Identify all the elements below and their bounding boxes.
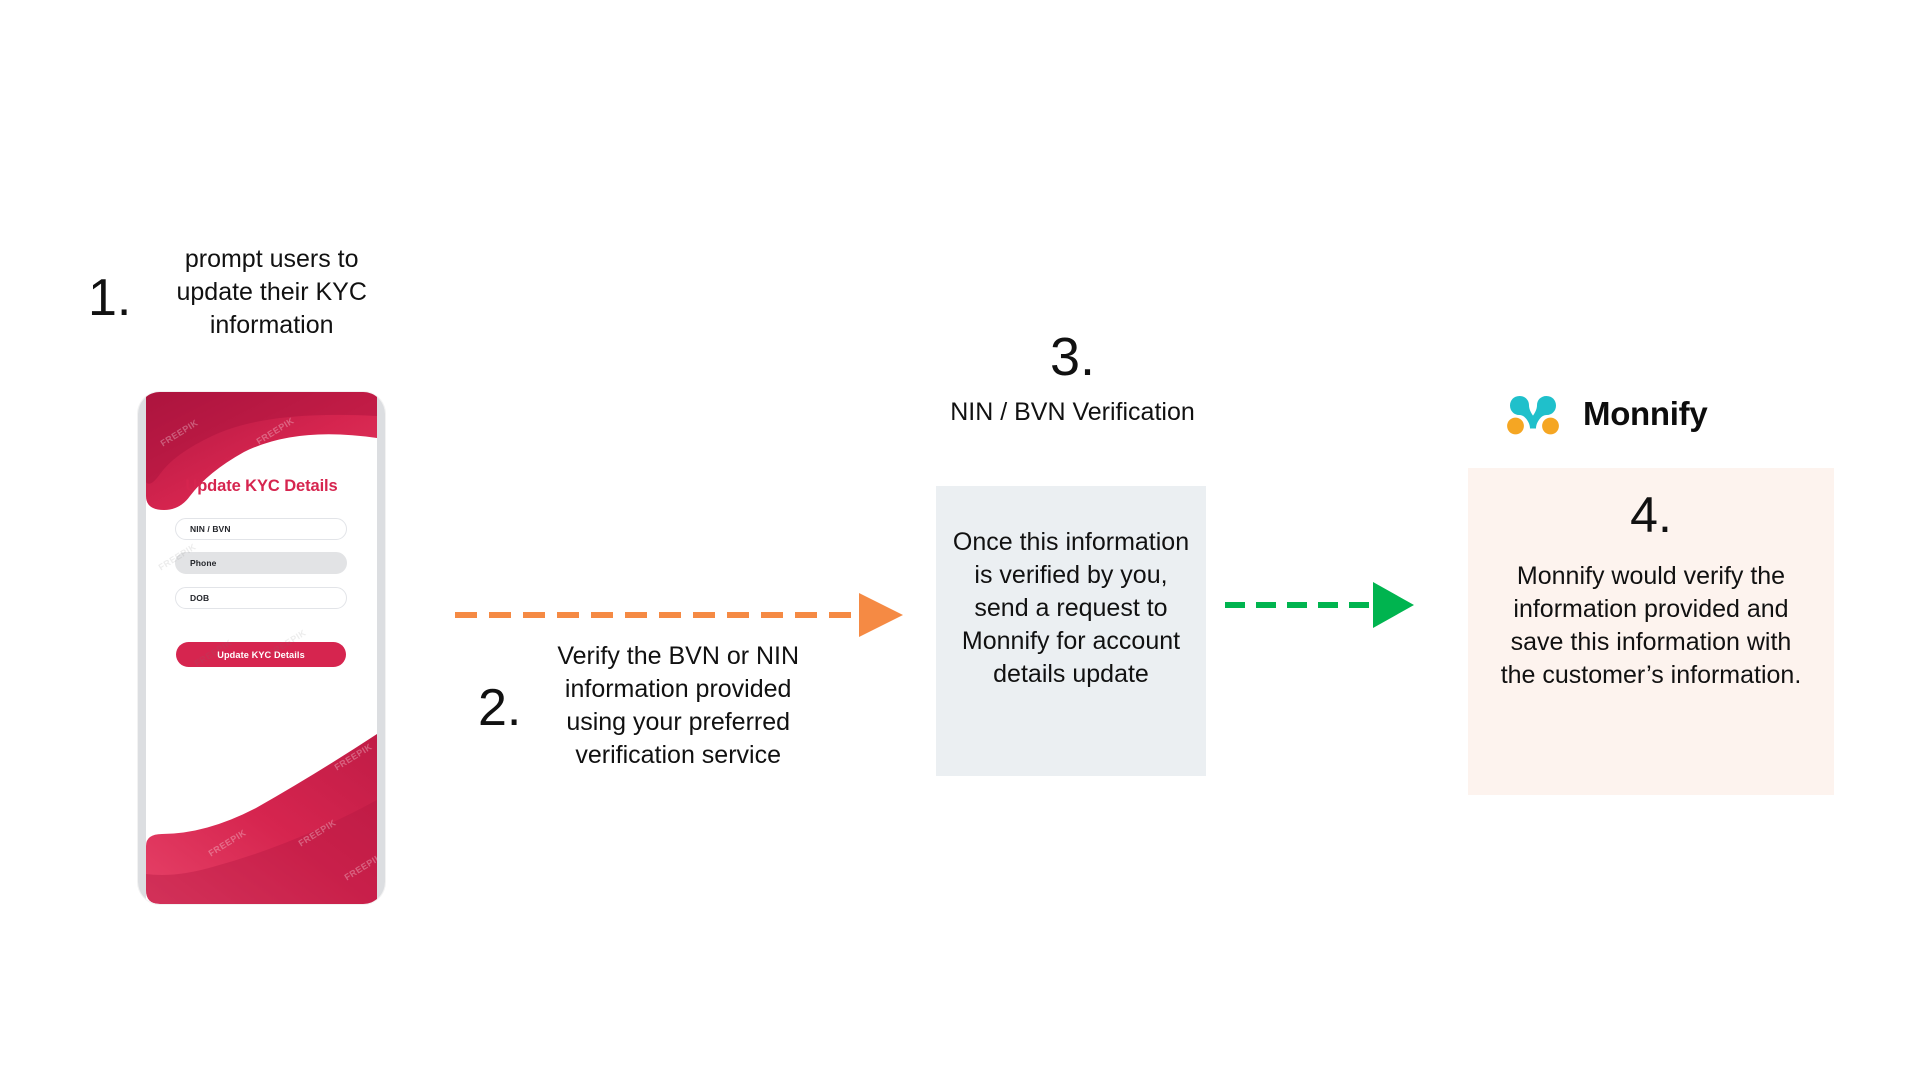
freepik-watermark: FREEPIK <box>206 827 248 859</box>
phone-frame-left-rail <box>138 392 146 904</box>
step-3-box: Once this information is verified by you… <box>936 486 1206 776</box>
step-4-number: 4. <box>1630 487 1672 543</box>
phone-screen: Update KYC Details NIN / BVN Phone DOB U… <box>146 392 377 904</box>
step-2-number: 2. <box>478 679 522 737</box>
step-2-block: 2. Verify the BVN or NIN information pro… <box>478 640 823 772</box>
step-1-number: 1. <box>88 268 132 327</box>
step-3-number: 3. <box>1049 327 1096 387</box>
update-kyc-details-button[interactable]: Update KYC Details <box>176 642 346 667</box>
kyc-screen-title: Update KYC Details <box>185 477 338 495</box>
nin-bvn-input-label: NIN / BVN <box>190 524 231 534</box>
dob-input[interactable]: DOB <box>175 587 347 609</box>
freepik-watermark: FREEPIK <box>256 753 298 785</box>
freepik-watermark: FREEPIK <box>342 851 377 883</box>
green-dashed-arrow-icon <box>1225 582 1414 628</box>
step-3-heading: NIN / BVN Verification <box>950 398 1195 426</box>
monnify-wordmark: Monnify <box>1583 395 1708 432</box>
dob-input-label: DOB <box>190 593 210 603</box>
freepik-watermark: FREEPIK <box>172 771 214 803</box>
step-4-text: Monnify would verify the information pro… <box>1500 562 1802 689</box>
phone-screen-content: Update KYC Details NIN / BVN Phone DOB U… <box>146 392 377 904</box>
freepik-watermark: FREEPIK <box>254 415 296 447</box>
monnify-logo-icon <box>1507 396 1559 435</box>
freepik-watermark: FREEPIK <box>332 741 374 773</box>
step-1-text: prompt users to update their KYC informa… <box>176 245 367 339</box>
phone-mockup: Update KYC Details NIN / BVN Phone DOB U… <box>138 392 385 904</box>
phone-input[interactable]: Phone <box>175 552 347 574</box>
phone-bottom-wave-decoration <box>146 734 377 904</box>
phone-top-wave-decoration <box>146 392 377 510</box>
step-3-heading-block: 3. NIN / BVN Verification <box>935 330 1210 429</box>
step-3-text: Once this information is verified by you… <box>952 528 1190 688</box>
phone-input-label: Phone <box>190 558 217 568</box>
step-2-text: Verify the BVN or NIN information provid… <box>557 642 800 769</box>
nin-bvn-input[interactable]: NIN / BVN <box>175 518 347 540</box>
update-kyc-details-button-label: Update KYC Details <box>217 649 305 660</box>
freepik-watermark: FREEPIK <box>158 417 200 449</box>
step-4-box: 4. Monnify would verify the information … <box>1468 468 1834 795</box>
monnify-brand: Monnify <box>1505 392 1708 436</box>
freepik-watermark: FREEPIK <box>296 817 338 849</box>
orange-dashed-arrow-icon <box>455 593 903 637</box>
phone-frame-right-rail <box>377 392 385 904</box>
step-1-block: 1. prompt users to update their KYC info… <box>88 243 398 342</box>
